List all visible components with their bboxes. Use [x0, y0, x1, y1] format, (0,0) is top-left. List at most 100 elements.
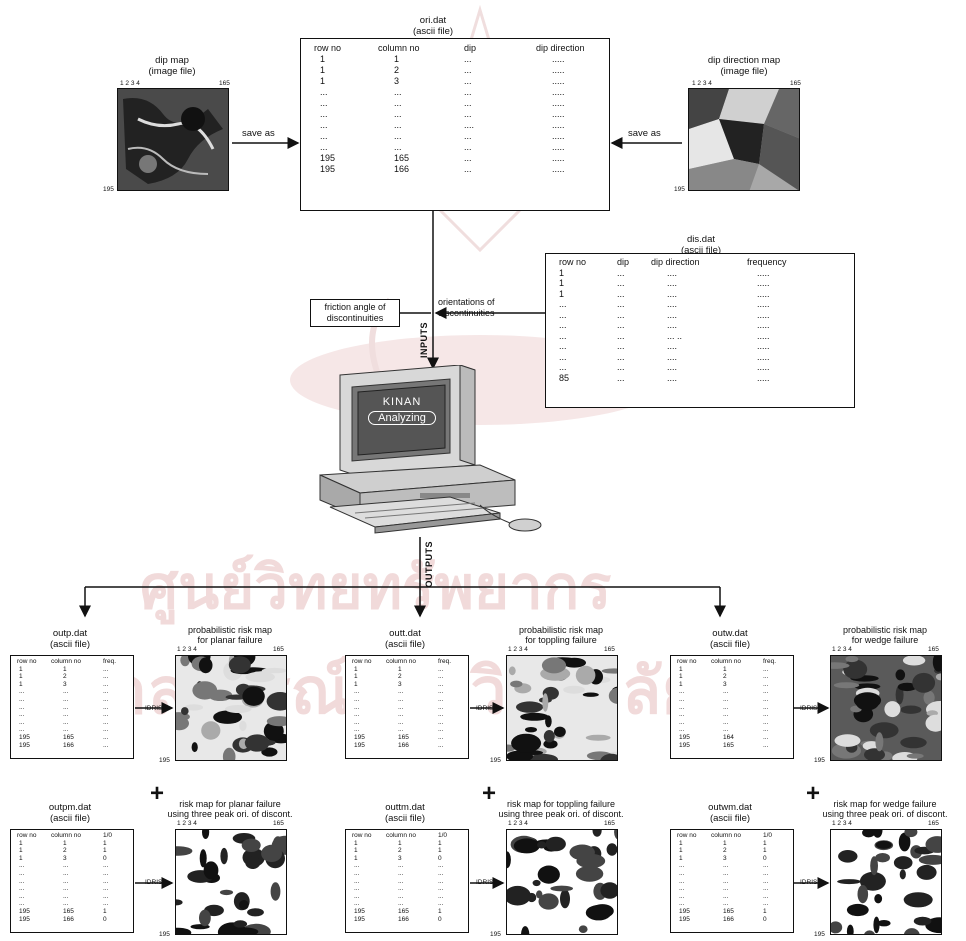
output-map-title: probabilistic risk mapfor planar failure: [155, 625, 305, 645]
table-cell: ....: [647, 362, 743, 373]
output-map-col-ticks: 1 2 3 4: [832, 820, 852, 827]
table-row: .........: [673, 862, 776, 870]
table-row: 111: [673, 840, 776, 848]
table-cell: 1: [555, 289, 613, 300]
table-row: .........: [13, 893, 116, 901]
table-cell: 195: [673, 908, 707, 916]
table-row: .........: [13, 704, 120, 712]
table-cell: ...: [47, 704, 99, 712]
table-cell: 195: [348, 742, 382, 750]
table-row: ...............: [555, 299, 791, 310]
table-cell: ...: [759, 711, 780, 719]
table-cell: ...: [99, 696, 120, 704]
table-row: .........: [348, 688, 455, 696]
table-cell: ...: [434, 711, 455, 719]
table-cell: 1: [673, 666, 707, 674]
table-cell: ...: [434, 666, 455, 674]
table-cell: ...: [460, 131, 532, 142]
table-cell: ...: [47, 726, 99, 734]
dip-map-max-col: 165: [219, 80, 230, 87]
table-cell: 0: [759, 855, 776, 863]
table-cell: ...: [348, 696, 382, 704]
table-row: .........: [13, 688, 120, 696]
table-cell: 1: [434, 847, 451, 855]
table-cell: 1: [673, 855, 707, 863]
output-map-col-ticks: 1 2 3 4: [177, 820, 197, 827]
table-row: .........: [348, 885, 451, 893]
table-cell: 165: [47, 908, 99, 916]
table-cell: ...: [707, 719, 759, 727]
table-cell: 2: [707, 673, 759, 681]
idrisi-label: IDRISI: [800, 879, 819, 886]
table-cell: ...: [13, 704, 47, 712]
table-cell: ...: [707, 862, 759, 870]
table-cell: ....: [647, 310, 743, 321]
table-cell: ...: [47, 893, 99, 901]
table-cell: ...: [99, 719, 120, 727]
table-cell: ...: [759, 681, 780, 689]
friction-angle-label: friction angle ofdiscontinuities: [310, 302, 400, 324]
output-header: freq.: [759, 658, 780, 666]
output-file-title: outwm.dat(ascii file): [695, 802, 765, 824]
table-cell: ...: [434, 885, 451, 893]
table-cell: 1: [759, 840, 776, 848]
output-map-col-ticks: 1 2 3 4: [508, 646, 528, 653]
table-cell: ...: [460, 142, 532, 153]
output-map-title: risk map for planar failureusing three p…: [155, 799, 305, 819]
output-map-image: [175, 829, 287, 935]
table-cell: ...: [434, 704, 455, 712]
table-row: ..............: [310, 87, 589, 98]
table-cell: ....: [647, 299, 743, 310]
table-cell: 1: [673, 840, 707, 848]
table-cell: 1: [13, 673, 47, 681]
table-cell: ...: [310, 109, 374, 120]
table-row: .........: [348, 711, 455, 719]
table-cell: ...: [434, 870, 451, 878]
table-cell: ...: [348, 704, 382, 712]
table-cell: ...: [13, 893, 47, 901]
table-row: 111: [13, 840, 116, 848]
table-cell: 166: [47, 916, 99, 924]
table-cell: 166: [707, 916, 759, 924]
table-row: 13...: [348, 681, 455, 689]
table-cell: ...: [673, 862, 707, 870]
table-cell: 195: [13, 734, 47, 742]
table-cell: ...: [374, 98, 460, 109]
output-header: row no: [673, 658, 707, 666]
table-row: 1............: [555, 289, 791, 300]
table-cell: 195: [13, 916, 47, 924]
output-header: column no: [382, 658, 434, 666]
table-cell: ...: [759, 893, 776, 901]
table-row: .........: [13, 900, 116, 908]
table-cell: ...: [673, 870, 707, 878]
table-cell: ...: [707, 704, 759, 712]
table-row: ...............: [555, 362, 791, 373]
table-cell: ...: [99, 900, 116, 908]
table-cell: ...: [99, 688, 120, 696]
table-cell: ...: [47, 719, 99, 727]
table-cell: 1: [348, 666, 382, 674]
table-row: .........: [13, 726, 120, 734]
table-cell: ...: [310, 142, 374, 153]
table-cell: .....: [743, 310, 791, 321]
table-row: .........: [13, 711, 120, 719]
table-cell: 166: [374, 164, 460, 175]
inputs-label: INPUTS: [419, 322, 429, 358]
table-cell: ...: [382, 862, 434, 870]
table-cell: .....: [743, 352, 791, 363]
table-cell: ...: [555, 341, 613, 352]
table-row: 121: [13, 847, 116, 855]
table-row: 195165........: [310, 153, 589, 164]
table-cell: 85: [555, 373, 613, 384]
table-cell: ...: [759, 870, 776, 878]
table-cell: ...: [382, 719, 434, 727]
table-cell: 195: [13, 742, 47, 750]
table-row: 11...: [673, 666, 780, 674]
table-cell: ...: [555, 299, 613, 310]
table-cell: ...: [99, 893, 116, 901]
